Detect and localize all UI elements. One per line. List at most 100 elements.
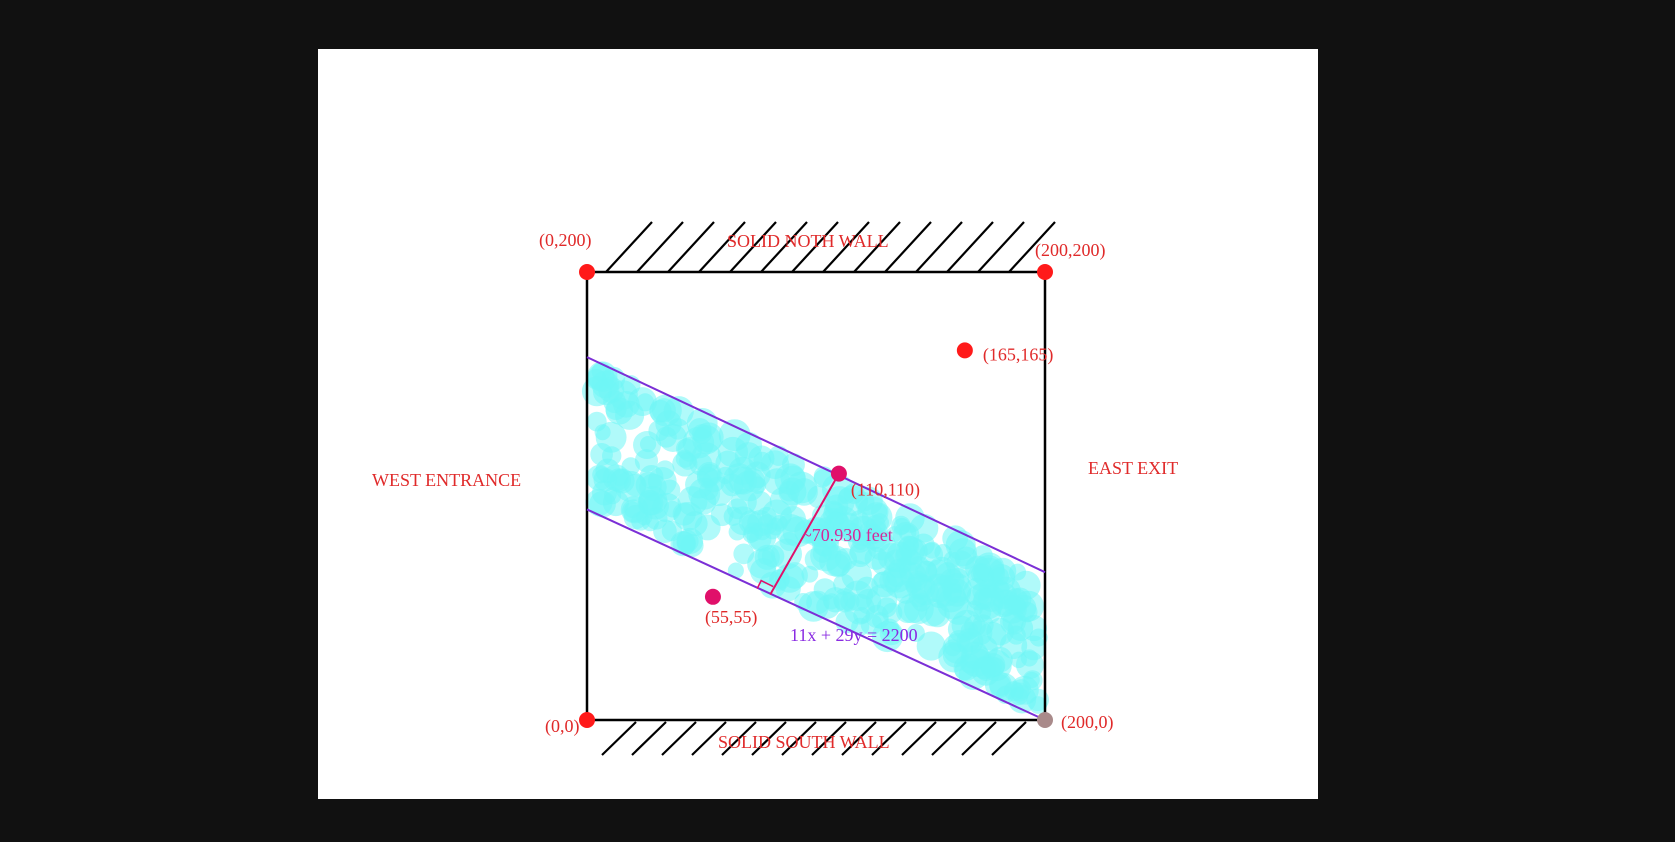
scatter-point (886, 565, 908, 588)
scatter-point (806, 590, 830, 615)
scatter-point (923, 541, 941, 559)
scatter-point (591, 480, 617, 506)
north-wall-label: SOLID NOTH WALL (727, 231, 889, 251)
hatch-line (853, 221, 901, 273)
scatter-point (747, 490, 772, 516)
scatter-point (1020, 615, 1048, 642)
scatter-point (655, 426, 677, 448)
points-layer: (0,0) (0,200) (200,200) (200,0) (165,165) (11… (539, 230, 1114, 737)
point-p00 (579, 712, 595, 728)
hatch-line (729, 221, 777, 273)
scatter-point (748, 445, 775, 472)
point-label-p110: (110,110) (851, 480, 920, 501)
hatch-line (884, 221, 932, 273)
hatch-line (698, 221, 746, 273)
scatter-point (587, 361, 618, 392)
point-label-p2000: (200,0) (1061, 712, 1114, 733)
distance-label: ~70.930 feet (802, 525, 893, 545)
hatch-line (811, 721, 847, 756)
right-angle-marker (756, 579, 774, 589)
point-label-p200200: (200,200) (1035, 240, 1106, 261)
scatter-point (742, 526, 760, 543)
scatter-point (782, 516, 814, 548)
point-label-p00: (0,0) (545, 716, 580, 737)
point-p110 (830, 465, 847, 482)
point-label-p55: (55,55) (705, 607, 758, 628)
hatch-line (605, 221, 653, 273)
scatter-point (676, 530, 699, 553)
south-wall-hatching (601, 721, 1027, 756)
scatter-point (870, 513, 889, 532)
equation-label: 11x + 29y = 2200 (790, 625, 918, 645)
south-wall-label: SOLID SOUTH WALL (718, 732, 890, 752)
hatch-line (721, 721, 757, 756)
band-lower-line (586, 508, 1046, 721)
hatch-line (915, 221, 963, 273)
hatch-line (841, 721, 877, 756)
scatter-point (613, 390, 640, 418)
scatter-point (977, 621, 1007, 651)
hatch-line (760, 221, 808, 273)
scatter-point (727, 562, 744, 579)
hatch-line (1008, 221, 1056, 273)
point-label-p165: (165,165) (983, 344, 1054, 365)
hatch-line (636, 221, 684, 273)
scatter-point (942, 525, 969, 552)
scatter-point (892, 521, 920, 549)
scatter-point (679, 452, 697, 470)
hatch-line (822, 221, 870, 273)
scatter-point (849, 510, 869, 530)
scatter-point (997, 594, 1027, 624)
hatch-line (691, 721, 727, 756)
scatter-point (594, 424, 611, 441)
hatch-line (961, 721, 997, 756)
point-p200200 (1037, 264, 1053, 280)
hatch-line (751, 721, 787, 756)
scatter-point (972, 603, 992, 622)
scatter-point (602, 446, 622, 466)
scatter-point (1010, 675, 1039, 705)
scatter-point (852, 533, 869, 550)
scatter-point (754, 544, 780, 570)
band-upper-line (586, 356, 1046, 574)
scatter-point (723, 506, 743, 526)
hatch-line (991, 721, 1027, 756)
hatch-line (791, 221, 839, 273)
scatter-point (638, 486, 668, 515)
scatter-point (649, 399, 672, 423)
north-wall-hatching (605, 221, 1056, 273)
scatter-point (728, 523, 746, 541)
diagram-panel (318, 49, 1318, 799)
scatter-point (826, 511, 844, 530)
scatter-point (631, 511, 651, 531)
east-exit-label: EAST EXIT (1088, 458, 1178, 478)
west-entrance-label: WEST ENTRANCE (372, 470, 521, 490)
hatch-line (661, 721, 697, 756)
point-p2000 (1037, 712, 1053, 728)
hatch-line (931, 721, 967, 756)
scatter-point (935, 562, 961, 588)
point-p165 (956, 342, 973, 359)
scatter-point (915, 560, 938, 583)
scatter-point (942, 633, 973, 664)
scatter-point (954, 546, 978, 570)
point-label-p0200: (0,200) (539, 230, 592, 251)
point-p55 (704, 588, 721, 605)
scatter-point (916, 631, 946, 661)
scatter-point (879, 621, 904, 646)
scatter-point (851, 617, 870, 636)
hatch-line (871, 721, 907, 756)
hatch-line (601, 721, 637, 756)
scatter-point (723, 463, 755, 495)
hatch-line (631, 721, 667, 756)
scatter-point (912, 592, 932, 612)
hatch-line (977, 221, 1025, 273)
perpendicular-distance-line (769, 473, 840, 596)
scatter-point (833, 573, 855, 595)
scatter-point (699, 480, 719, 501)
hatch-line (901, 721, 937, 756)
hatch-line (781, 721, 817, 756)
scatter-point (639, 464, 664, 489)
hatch-line (667, 221, 715, 273)
